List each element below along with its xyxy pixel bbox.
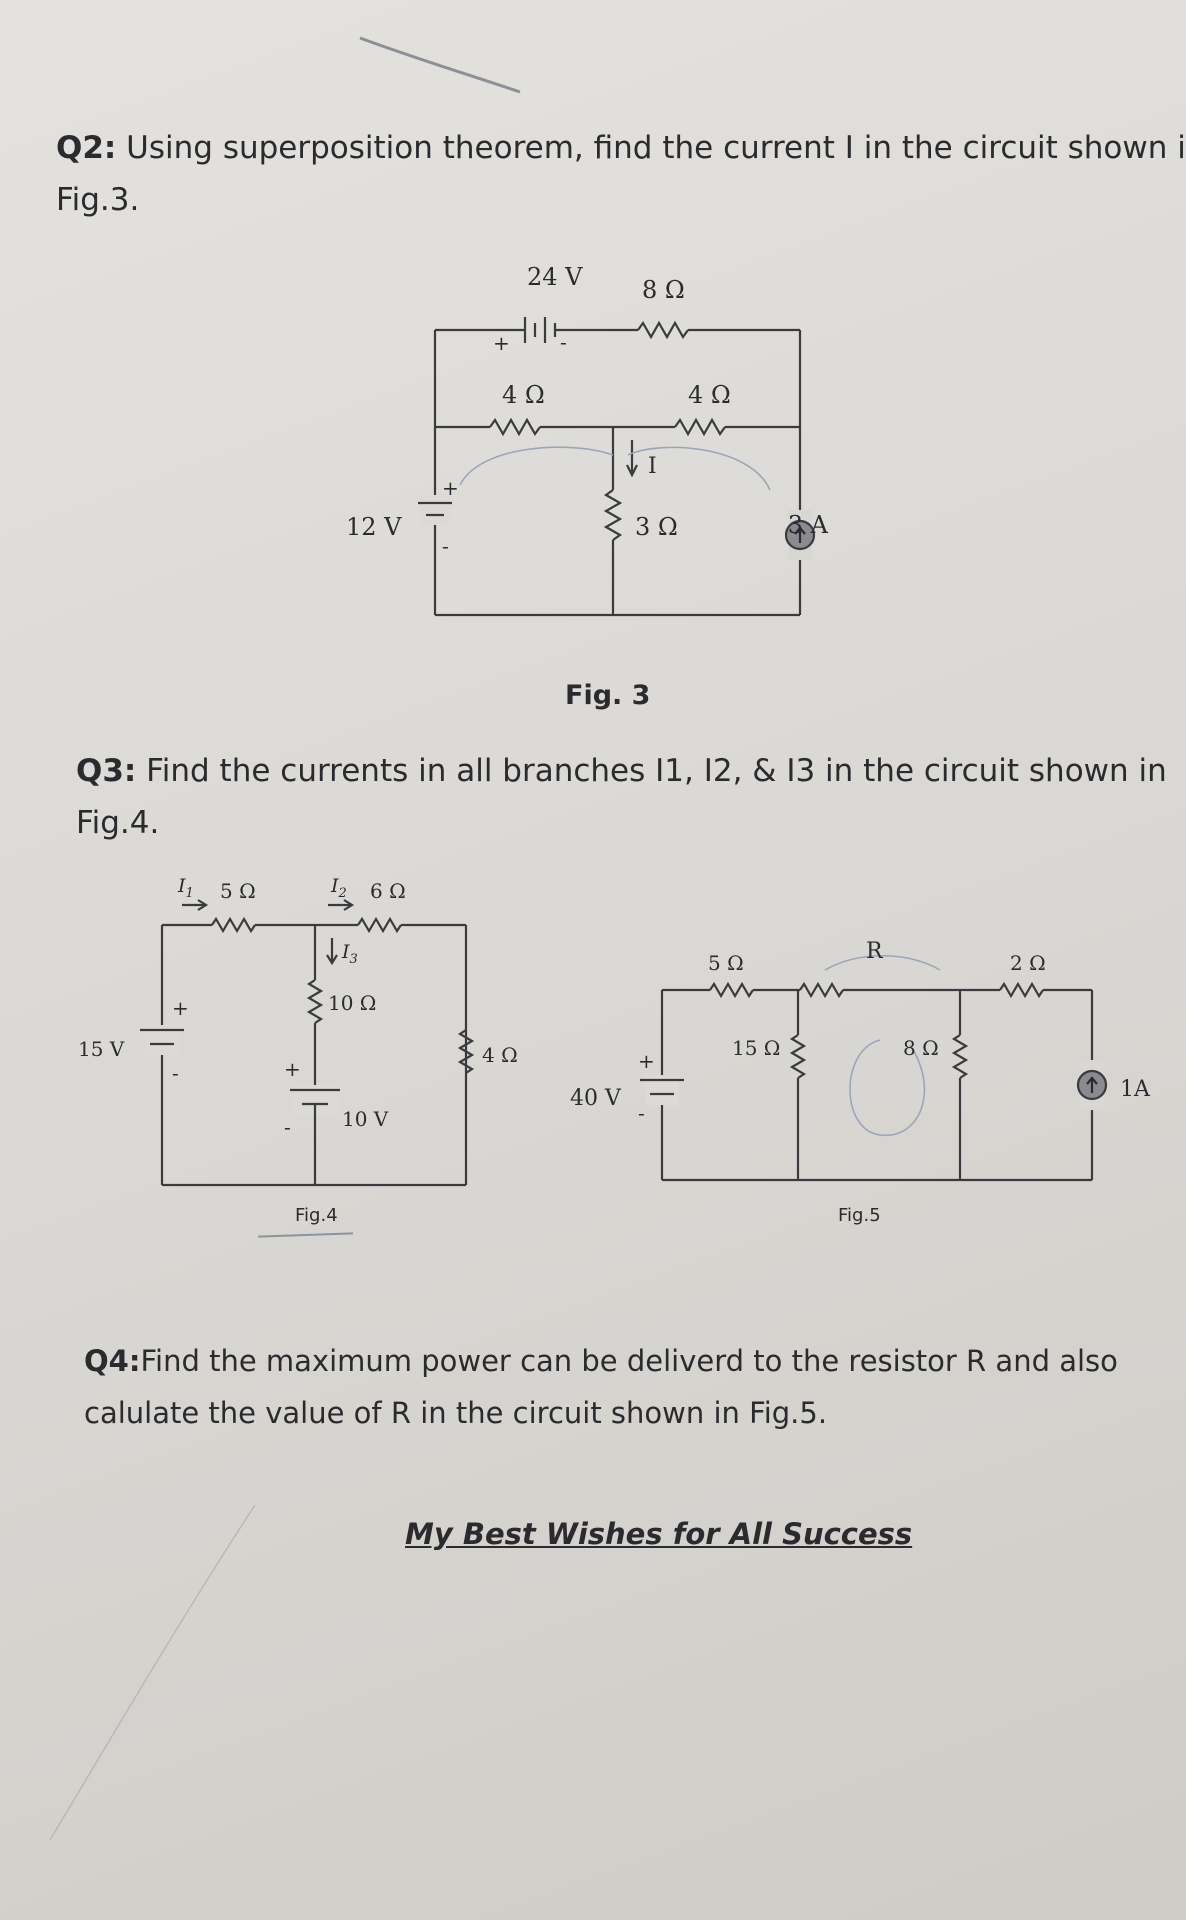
label-1a: 1A (1120, 1077, 1151, 1102)
pencil-marks (49, 36, 521, 1841)
resistor-6-ohm (357, 916, 402, 934)
label-40v-minus: - (638, 1101, 645, 1125)
label-12v: 12 V (346, 513, 402, 541)
current-source-1a (1076, 1060, 1108, 1110)
resistor-r (799, 981, 844, 999)
label-24v: 24 V (527, 263, 583, 291)
figure-4-caption: Fig.4 (295, 1205, 338, 1226)
question-2-label: Q2: (56, 130, 117, 166)
question-2: Q2: Using superposition theorem, find th… (56, 122, 1186, 226)
question-3-line-1: Q3: Find the currents in all branches I1… (76, 745, 1167, 797)
label-i2: I2 (330, 875, 347, 901)
label-40v: 40 V (570, 1086, 622, 1111)
label-40v-plus: + (638, 1049, 655, 1073)
label-12v-plus: + (442, 476, 459, 500)
figure-4-circuit: I1 5 Ω I2 6 Ω I3 10 Ω 4 Ω 15 V 10 V + - … (78, 875, 518, 1187)
label-4-ohm: 4 Ω (482, 1043, 518, 1067)
resistor-4-ohm (457, 1029, 475, 1074)
figure-3-caption: Fig. 3 (565, 680, 651, 711)
label-8-ohm: 8 Ω (903, 1036, 939, 1060)
label-2-ohm: 2 Ω (1010, 951, 1046, 975)
label-15v-plus: + (172, 996, 189, 1020)
label-3a: 3 A (788, 511, 829, 539)
resistor-15-ohm (789, 1034, 807, 1079)
label-15-ohm: 15 Ω (732, 1036, 780, 1060)
label-24v-plus: + (493, 331, 510, 355)
battery-24v (523, 317, 557, 343)
question-3-label: Q3: (76, 753, 137, 789)
label-12v-minus: - (442, 534, 449, 558)
battery-40v (640, 1075, 684, 1105)
figure-5-circuit: 5 Ω R 2 Ω 15 Ω 8 Ω 40 V 1A + - (570, 939, 1151, 1182)
label-r: R (866, 939, 884, 964)
question-4-label: Q4: (84, 1344, 141, 1378)
label-4-ohm-left: 4 Ω (502, 381, 545, 409)
question-4-line-1: Q4:Find the maximum power can be deliver… (84, 1335, 1144, 1387)
question-3-text: Find the currents in all branches I1, I2… (136, 753, 1167, 789)
label-3-ohm: 3 Ω (635, 513, 678, 541)
question-4: Q4:Find the maximum power can be deliver… (84, 1335, 1144, 1439)
current-source-3a (784, 510, 816, 560)
question-4-line-2: calulate the value of R in the circuit s… (84, 1396, 828, 1430)
label-8-ohm: 8 Ω (642, 276, 685, 304)
figure-3-circuit: 24 V 8 Ω 4 Ω 4 Ω 12 V 3 Ω I 3 A + - + - (346, 263, 829, 617)
figure-5-caption: Fig.5 (838, 1205, 881, 1226)
resistor-4-ohm-left (489, 417, 541, 437)
question-4-text: Find the maximum power can be deliverd t… (140, 1344, 1118, 1378)
resistor-5-ohm (211, 916, 256, 934)
label-24v-minus: - (560, 330, 567, 354)
label-4-ohm-right: 4 Ω (688, 381, 731, 409)
battery-15v (140, 1025, 184, 1055)
battery-12v (418, 495, 452, 525)
label-10v-minus: - (284, 1115, 291, 1139)
question-3-line-2: Fig.4. (76, 805, 160, 841)
label-10v-plus: + (284, 1057, 301, 1081)
label-i1: I1 (177, 875, 194, 901)
label-i3: I3 (341, 941, 358, 967)
resistor-2-ohm (999, 981, 1044, 999)
closing-wishes: My Best Wishes for All Success (405, 1517, 913, 1551)
question-2-line-1: Q2: Using superposition theorem, find th… (56, 122, 1186, 174)
resistor-8-ohm (951, 1034, 969, 1079)
resistor-4-ohm-right (674, 417, 726, 437)
label-5-ohm: 5 Ω (220, 879, 256, 903)
question-2-text: Using superposition theorem, find the cu… (116, 130, 1186, 166)
label-10-ohm: 10 Ω (328, 991, 376, 1015)
label-10v: 10 V (342, 1107, 389, 1131)
resistor-10-ohm (306, 979, 324, 1024)
label-6-ohm: 6 Ω (370, 879, 406, 903)
label-5-ohm: 5 Ω (708, 951, 744, 975)
resistor-5-ohm (709, 981, 754, 999)
question-3: Q3: Find the currents in all branches I1… (76, 745, 1167, 849)
resistor-3-ohm (603, 489, 623, 541)
question-2-line-2: Fig.3. (56, 182, 140, 218)
label-15v-minus: - (172, 1061, 179, 1085)
label-15v: 15 V (78, 1037, 125, 1061)
label-current-i: I (648, 454, 657, 479)
resistor-8-ohm (637, 320, 689, 340)
